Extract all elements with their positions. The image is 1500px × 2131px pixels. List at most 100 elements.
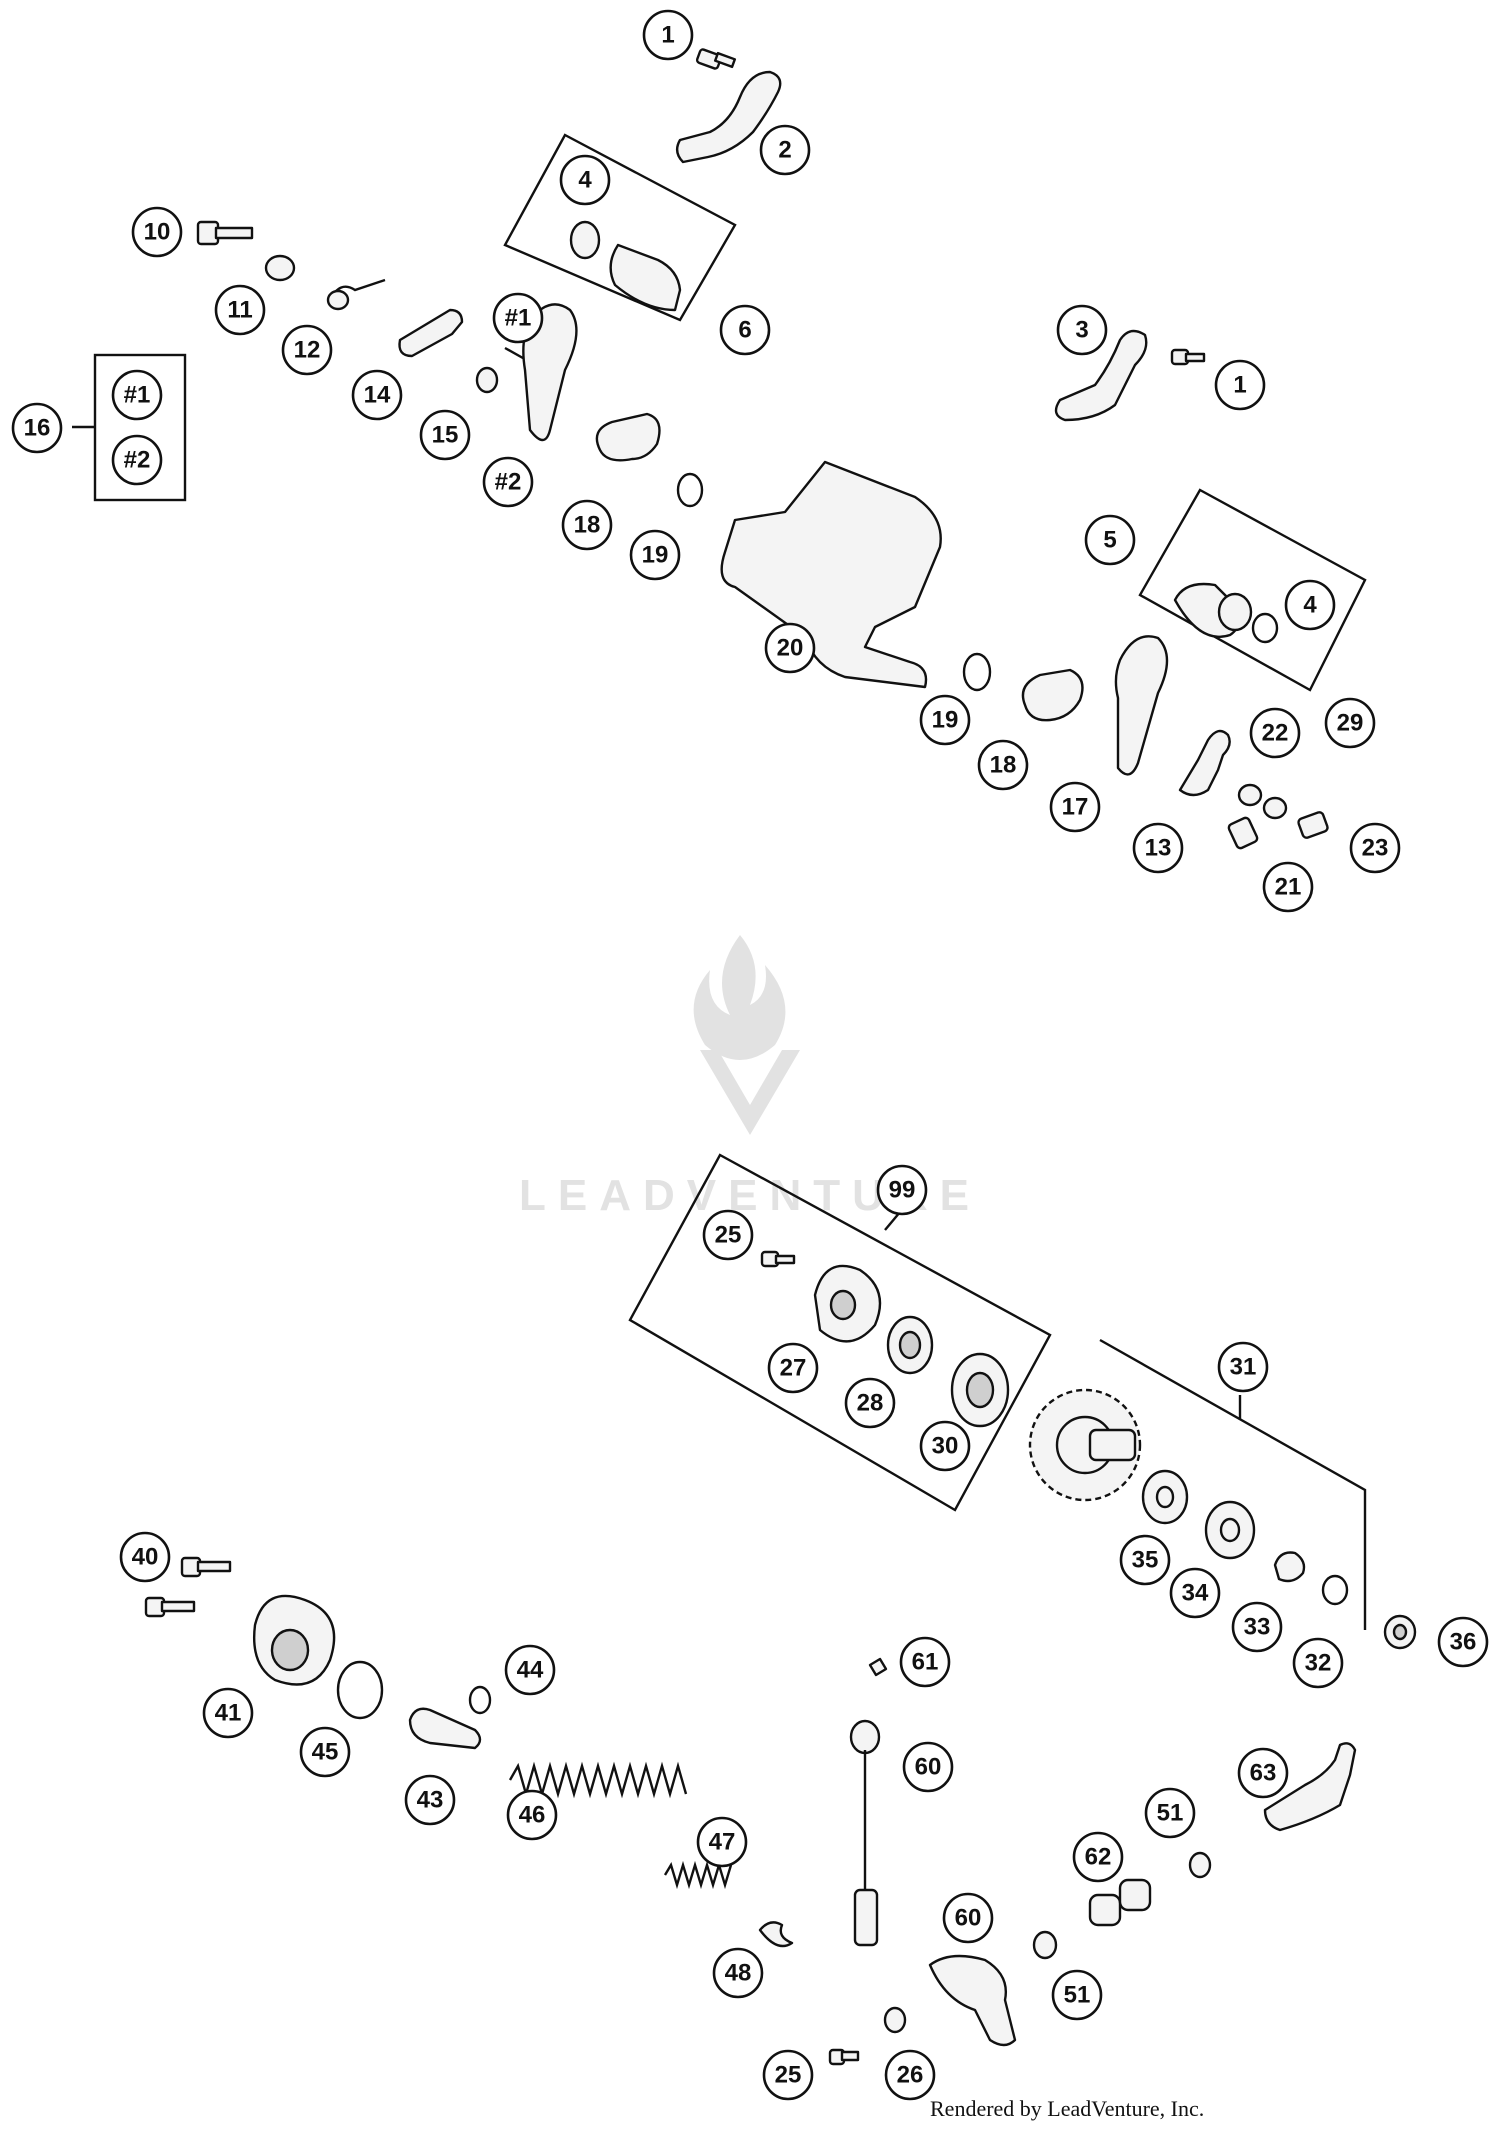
callout-circle bbox=[1284, 579, 1336, 631]
callout-label: 20 bbox=[777, 635, 804, 662]
callout-label: 32 bbox=[1305, 1650, 1332, 1677]
callout-circle bbox=[559, 154, 611, 206]
callout-circle bbox=[876, 1164, 928, 1216]
callout-label: 29 bbox=[1337, 710, 1364, 737]
callout-circle bbox=[1324, 697, 1376, 749]
callout-12: 12 bbox=[281, 324, 333, 376]
kit-box bbox=[1138, 488, 1367, 692]
callout-label: 45 bbox=[312, 1739, 339, 1766]
callout-circle bbox=[1056, 304, 1108, 356]
bolt-part bbox=[196, 220, 254, 246]
callout-63: 63 bbox=[1237, 1747, 1289, 1799]
callout-27: 27 bbox=[767, 1342, 819, 1394]
callout-circle bbox=[1231, 1601, 1283, 1653]
callout-circle bbox=[762, 2049, 814, 2101]
callout-circle bbox=[419, 409, 471, 461]
callout-1: 1 bbox=[1214, 359, 1266, 411]
callout-circle bbox=[1292, 1637, 1344, 1689]
callout-label: 15 bbox=[432, 422, 459, 449]
callout-label: 60 bbox=[915, 1754, 942, 1781]
callout-circle bbox=[1214, 359, 1266, 411]
callout-16: 16 bbox=[11, 402, 63, 454]
callout-label: 31 bbox=[1230, 1354, 1257, 1381]
callout-circle bbox=[492, 292, 544, 344]
callout-label: 1 bbox=[661, 22, 674, 49]
callout-label: 19 bbox=[932, 707, 959, 734]
callout-label: 22 bbox=[1262, 720, 1289, 747]
valve-part bbox=[609, 243, 682, 312]
callout-circle bbox=[1084, 514, 1136, 566]
callout-20: 20 bbox=[764, 622, 816, 674]
kit-box bbox=[628, 1153, 1052, 1512]
callout-label: #1 bbox=[124, 382, 151, 409]
callout-label: 4 bbox=[578, 167, 592, 194]
callout-19: 19 bbox=[919, 694, 971, 746]
callout-label: 63 bbox=[1250, 1760, 1277, 1787]
callout-label: 51 bbox=[1064, 1982, 1091, 2009]
callout-14: 14 bbox=[351, 369, 403, 421]
callout-circle bbox=[1217, 1341, 1269, 1393]
callout-circle bbox=[11, 402, 63, 454]
callout-25: 25 bbox=[702, 1209, 754, 1261]
callout-circle bbox=[1249, 707, 1301, 759]
callout-44: 44 bbox=[504, 1644, 556, 1696]
callout-num2: #2 bbox=[111, 434, 163, 486]
callout-34: 34 bbox=[1169, 1567, 1221, 1619]
callout-circle bbox=[977, 739, 1029, 791]
callout-46: 46 bbox=[506, 1789, 558, 1841]
callout-label: 18 bbox=[990, 752, 1017, 779]
callout-circle bbox=[351, 369, 403, 421]
callout-circle bbox=[919, 1420, 971, 1472]
callout-circle bbox=[119, 1531, 171, 1583]
callout-circle bbox=[506, 1789, 558, 1841]
callout-15: 15 bbox=[419, 409, 471, 461]
callout-label: 36 bbox=[1450, 1629, 1477, 1656]
callout-circle bbox=[1051, 1969, 1103, 2021]
callout-label: 41 bbox=[215, 1700, 242, 1727]
shaft-part bbox=[720, 460, 942, 689]
callout-label: 28 bbox=[857, 1390, 884, 1417]
callout-label: #2 bbox=[124, 447, 151, 474]
callout-43: 43 bbox=[404, 1774, 456, 1826]
callout-circle bbox=[712, 1947, 764, 1999]
rod-part bbox=[849, 1719, 881, 1947]
callout-label: 33 bbox=[1244, 1614, 1271, 1641]
callout-circle bbox=[884, 2049, 936, 2101]
callout-circle bbox=[919, 694, 971, 746]
callout-label: #1 bbox=[505, 305, 532, 332]
callout-circle bbox=[214, 284, 266, 336]
callout-circle bbox=[759, 124, 811, 176]
callout-21: 21 bbox=[1262, 861, 1314, 913]
callout-label: 21 bbox=[1275, 874, 1302, 901]
callout-26: 26 bbox=[884, 2049, 936, 2101]
callout-22: 22 bbox=[1249, 707, 1301, 759]
callout-label: 47 bbox=[709, 1829, 736, 1856]
callout-label: 27 bbox=[780, 1355, 807, 1382]
callout-label: 11 bbox=[227, 297, 252, 324]
callout-47: 47 bbox=[696, 1816, 748, 1868]
callout-circle bbox=[899, 1636, 951, 1688]
callout-41: 41 bbox=[202, 1687, 254, 1739]
callout-2: 2 bbox=[759, 124, 811, 176]
callout-num1: #1 bbox=[492, 292, 544, 344]
callout-6: 6 bbox=[719, 304, 771, 356]
callout-label: 3 bbox=[1075, 317, 1088, 344]
callout-circle bbox=[1119, 1534, 1171, 1586]
callout-19: 19 bbox=[629, 529, 681, 581]
callout-3: 3 bbox=[1056, 304, 1108, 356]
callout-circle bbox=[482, 456, 534, 508]
callout-label: 12 bbox=[294, 337, 321, 364]
callout-51: 51 bbox=[1051, 1969, 1103, 2021]
callout-13: 13 bbox=[1132, 822, 1184, 874]
callout-33: 33 bbox=[1231, 1601, 1283, 1653]
callout-label: 46 bbox=[519, 1802, 546, 1829]
callout-circle bbox=[281, 324, 333, 376]
callout-99: 99 bbox=[876, 1164, 928, 1216]
lever-part bbox=[522, 303, 578, 442]
callout-circle bbox=[1132, 822, 1184, 874]
callout-label: 23 bbox=[1362, 835, 1389, 862]
callout-4: 4 bbox=[1284, 579, 1336, 631]
callout-label: 2 bbox=[778, 137, 791, 164]
callout-60: 60 bbox=[902, 1741, 954, 1793]
